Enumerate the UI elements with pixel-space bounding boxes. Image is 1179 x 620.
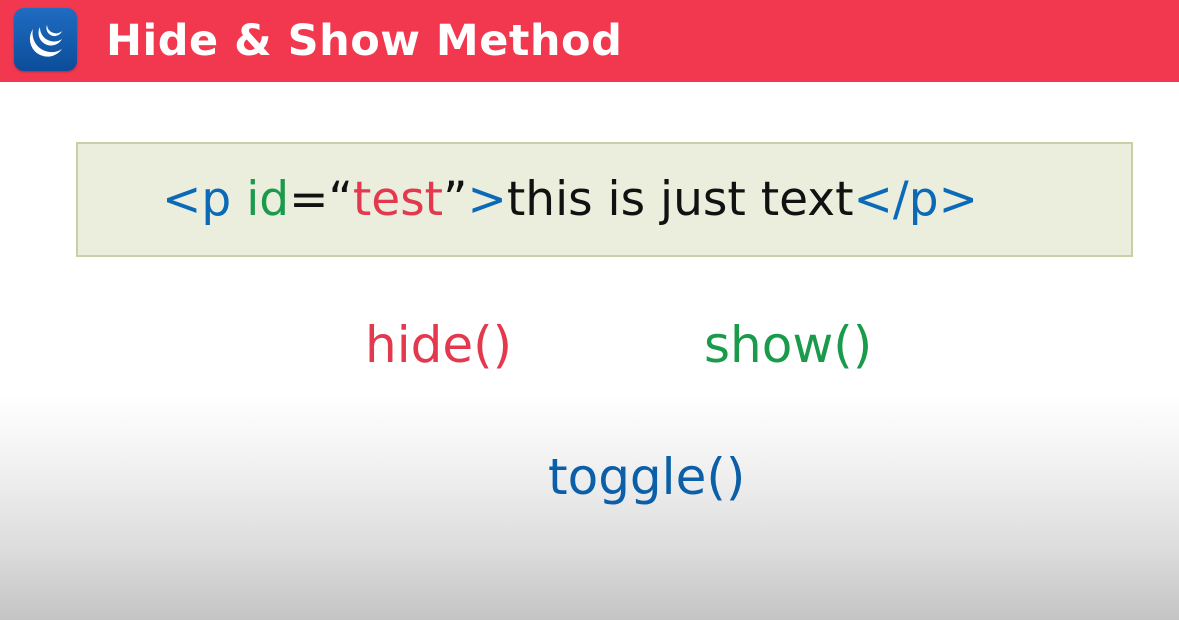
header-bar: Hide & Show Method [0, 0, 1179, 82]
code-open-gt: > [467, 172, 507, 227]
code-open-lt: < [162, 172, 202, 227]
code-example-box: <p id=“test”>this is just text</p> [76, 142, 1133, 257]
code-attribute-name: id [246, 172, 290, 227]
hide-method-label: hide() [365, 316, 513, 374]
code-attribute-value: test [352, 172, 444, 227]
code-example-line: <p id=“test”>this is just text</p> [162, 170, 978, 230]
code-tag-name: p [201, 172, 232, 227]
code-open-quote: “ [328, 172, 353, 227]
jquery-logo-icon [14, 8, 77, 71]
code-closing-tag: </p> [853, 172, 978, 227]
code-equals: = [289, 172, 329, 227]
code-text-content: this is just text [506, 172, 854, 227]
page-title: Hide & Show Method [106, 16, 623, 66]
code-close-quote: ” [443, 172, 468, 227]
show-method-label: show() [704, 316, 873, 374]
toggle-method-label: toggle() [548, 448, 746, 506]
